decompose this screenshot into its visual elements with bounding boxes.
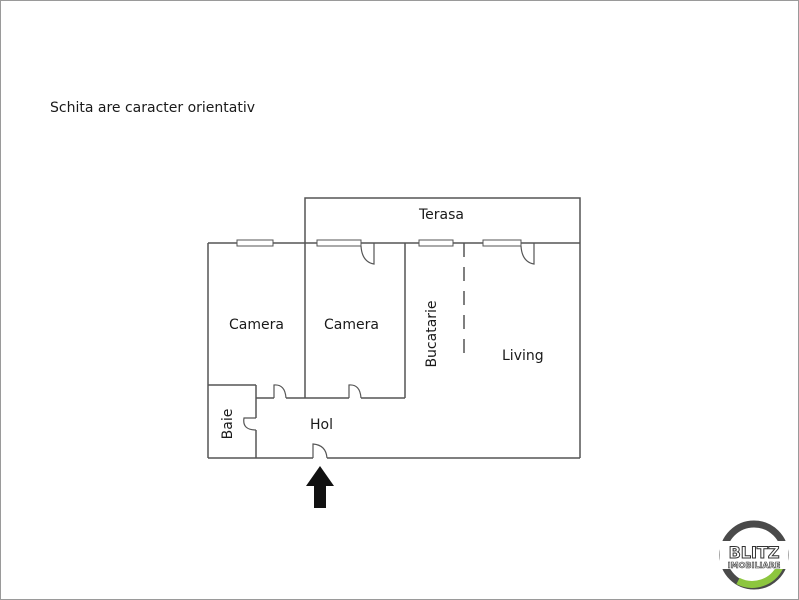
door [243, 417, 257, 431]
room-label-camera-1: Camera [229, 317, 284, 333]
door [273, 384, 287, 399]
window [418, 239, 454, 247]
room-label-baie: Baie [220, 408, 236, 440]
terrace-outline [304, 197, 581, 243]
window [482, 239, 522, 247]
logo-text-line2: IMOBILIARE [728, 561, 781, 570]
door [348, 384, 362, 399]
door [312, 443, 328, 459]
entrance-arrow-icon [306, 466, 334, 508]
room-label-camera-2: Camera [324, 317, 379, 333]
door [360, 243, 375, 265]
blitz-imobiliare-logo: BLITZ IMOBILIARE [719, 520, 789, 590]
room-label-terasa: Terasa [419, 207, 464, 223]
logo-text-line1: BLITZ [729, 543, 780, 562]
window [236, 239, 274, 247]
room-label-living: Living [502, 348, 544, 364]
door [520, 243, 535, 265]
window [316, 239, 362, 247]
room-label-hol: Hol [310, 417, 333, 433]
disclaimer-note: Schita are caracter orientativ [50, 100, 256, 116]
room-label-bucatarie: Bucatarie [424, 300, 440, 368]
